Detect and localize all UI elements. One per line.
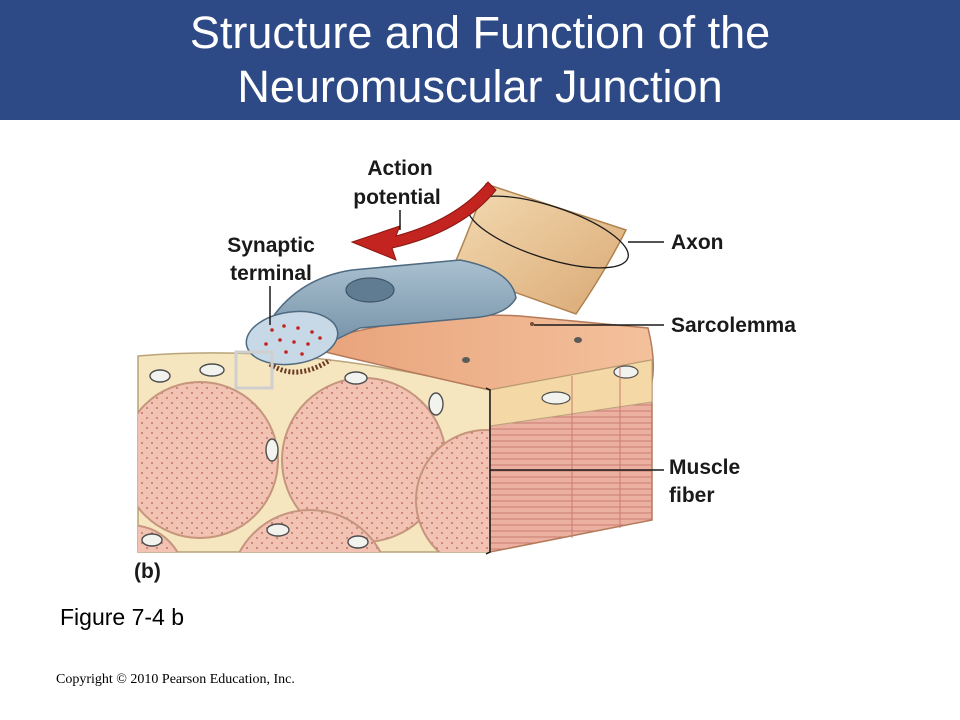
muscle-cross-section bbox=[137, 352, 491, 553]
action-potential-arrow bbox=[350, 181, 497, 261]
muscle-fiber-side bbox=[489, 359, 653, 553]
label-action-potential-line-1: Action bbox=[367, 157, 432, 180]
label-synaptic-line-2: terminal bbox=[230, 262, 312, 285]
slide-title-line-1: Structure and Function of the bbox=[189, 7, 771, 58]
figure-caption: Figure 7-4 b bbox=[60, 604, 185, 630]
copyright-notice: Copyright © 2010 Pearson Education, Inc. bbox=[56, 672, 295, 687]
label-panel-b: (b) bbox=[134, 560, 161, 583]
label-muscle-fiber-line-2: fiber bbox=[669, 484, 715, 507]
title-bar bbox=[0, 0, 960, 120]
label-action-potential-line-2: potential bbox=[353, 186, 441, 209]
slide-title-line-2: Neuromuscular Junction bbox=[237, 61, 723, 112]
label-sarcolemma: Sarcolemma bbox=[671, 314, 796, 337]
synaptic-terminal bbox=[234, 259, 517, 390]
neuromuscular-junction-diagram: Action potential Synaptic terminal Axon … bbox=[134, 157, 796, 583]
label-synaptic-line-1: Synaptic bbox=[227, 234, 315, 257]
label-axon: Axon bbox=[671, 231, 724, 254]
label-muscle-fiber-line-1: Muscle bbox=[669, 456, 740, 479]
slide-title: Structure and Function of the Neuromuscu… bbox=[0, 6, 960, 114]
